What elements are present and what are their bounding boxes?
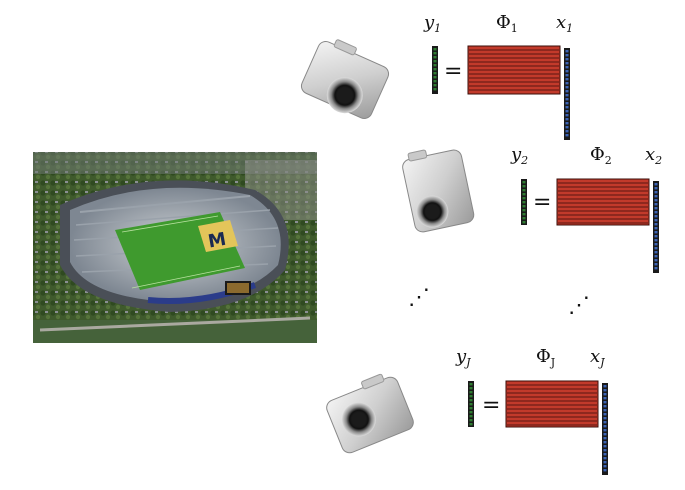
phi-label-2: Φ2 [590, 144, 612, 167]
x-label-1: x1 [556, 12, 573, 35]
phi-matrix-j [505, 380, 599, 428]
x-vector-2 [653, 181, 659, 273]
x-vector-j [602, 383, 608, 475]
y-vector-j [468, 381, 474, 427]
x-label-2: x2 [645, 144, 662, 167]
y-label-j: yJ [455, 346, 471, 369]
ellipsis-left: ⋰ [408, 285, 430, 310]
measurement-equation-2: y2 Φ2 x2 = [510, 144, 662, 273]
phi-matrix-2 [556, 178, 650, 226]
y-label-1: y1 [423, 12, 441, 35]
camera-icon [402, 149, 475, 233]
phi-matrix-1 [467, 45, 561, 95]
measurement-equation-1: y1 Φ1 x1 = [423, 12, 573, 140]
ellipsis-right: ⋰ [568, 293, 590, 318]
stadium-photo: M [33, 152, 317, 343]
x-label-j: xJ [590, 346, 605, 369]
camera-icon [300, 39, 390, 119]
equals-sign: = [482, 393, 500, 418]
y-label-2: y2 [510, 144, 528, 167]
equals-sign: = [444, 59, 462, 84]
phi-label-j: ΦJ [536, 346, 555, 369]
phi-label-1: Φ1 [496, 12, 518, 35]
block-m-logo: M [198, 220, 238, 253]
camera-icon [326, 373, 414, 454]
y-vector-2 [521, 179, 527, 225]
measurement-equation-j: yJ ΦJ xJ = [455, 346, 608, 475]
y-vector-1 [432, 46, 438, 94]
equals-sign: = [533, 190, 551, 215]
svg-text:M: M [206, 229, 227, 253]
x-vector-1 [564, 48, 570, 140]
